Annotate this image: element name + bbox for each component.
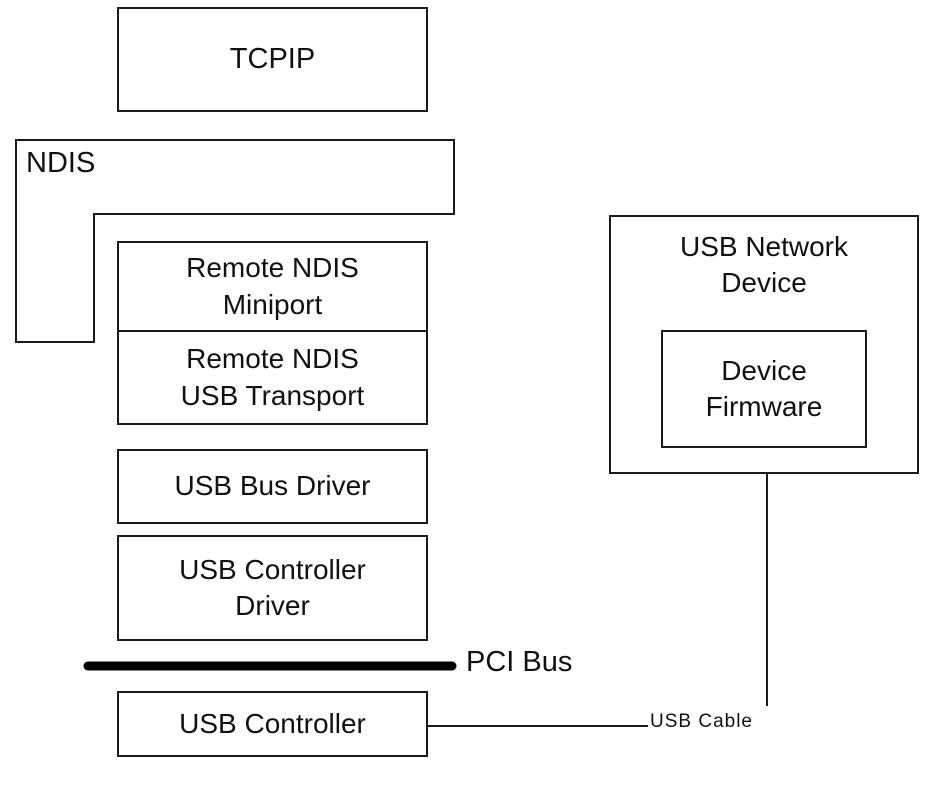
device-firmware-line1: Device <box>721 354 807 386</box>
usb-network-device-line1: USB Network <box>679 231 849 262</box>
rndis-miniport-box: Remote NDIS Miniport <box>117 241 428 332</box>
ndis-label: NDIS <box>26 147 96 179</box>
usb-bus-driver-label: USB Bus Driver <box>174 470 371 502</box>
usb-controller-driver-box: USB Controller Driver <box>117 535 428 641</box>
rndis-miniport-line1: Remote NDIS <box>186 252 359 284</box>
usb-controller-driver-line2: Driver <box>235 590 310 621</box>
usb-bus-driver-box: USB Bus Driver <box>117 449 428 524</box>
device-firmware-line2: Firmware <box>705 391 823 422</box>
rndis-usb-transport-line2: USB Transport <box>180 379 365 411</box>
usb-controller-label: USB Controller <box>179 707 366 739</box>
rndis-miniport-line2: Miniport <box>222 288 323 320</box>
tcpip-box: TCPIP <box>117 7 428 112</box>
pci-bus-label: PCI Bus <box>466 646 573 678</box>
rndis-usb-transport-line1: Remote NDIS <box>186 343 359 375</box>
usb-network-device-line2: Device <box>721 267 807 299</box>
tcpip-label: TCPIP <box>229 42 316 75</box>
usb-controller-driver-line1: USB Controller <box>179 553 366 585</box>
usb-cable-label: USB Cable <box>650 711 753 732</box>
device-firmware-box: Device Firmware <box>661 330 867 448</box>
rndis-usb-transport-box: Remote NDIS USB Transport <box>117 330 428 425</box>
usb-controller-box: USB Controller <box>117 691 428 757</box>
